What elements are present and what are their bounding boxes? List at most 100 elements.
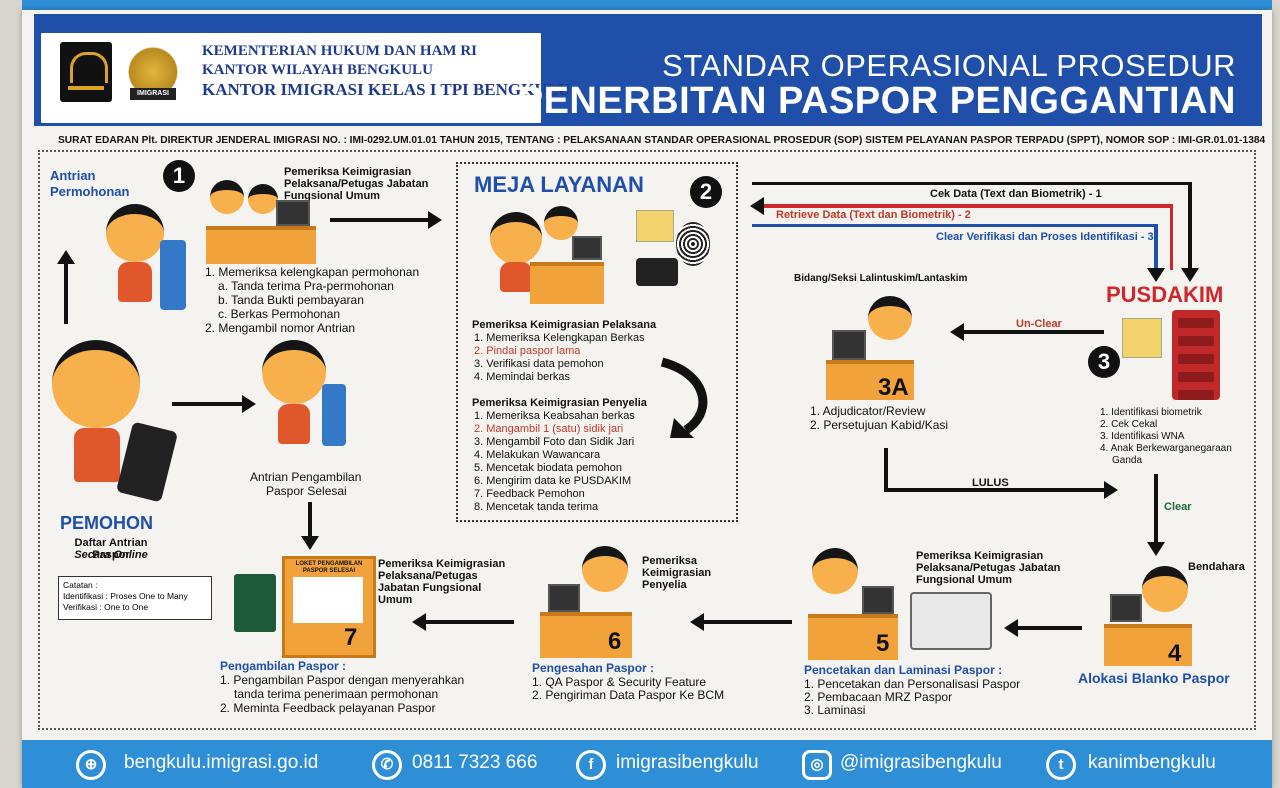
pelaksana-item-4: 4. Memindai berkas [474, 371, 570, 383]
penyelia-item-8: 8. Mencetak tanda terima [474, 501, 599, 513]
circular-reference: SURAT EDARAN Plt. DIREKTUR JENDERAL IMIG… [58, 135, 1266, 146]
pusdakim-title: PUSDAKIM [1106, 282, 1224, 307]
footer-twitter[interactable]: kanimbengkulu [1088, 752, 1216, 773]
pusdakim-item-4b: Ganda [1112, 455, 1143, 466]
note-box: Catatan : Identifikasi : Proses One to M… [58, 576, 212, 620]
footer-instagram[interactable]: @imigrasibengkulu [840, 752, 1002, 773]
clear-arrow [1147, 474, 1165, 556]
pickup-queue-line1: Antrian Pengambilan [250, 470, 362, 484]
step6-item-1: 1. QA Paspor & Security Feature [532, 675, 707, 689]
arrow-to-step6 [690, 613, 792, 631]
flow-retrieve: Retrieve Data (Text dan Biometrik) - 2 [776, 209, 971, 221]
step7-title: Pengambilan Paspor : [220, 659, 347, 673]
step1-item-a: a. Tanda terima Pra-permohonan [218, 279, 394, 293]
flow-clear-verif: Clear Verifikasi dan Proses Identifikasi… [936, 231, 1154, 243]
org-name: KEMENTERIAN HUKUM DAN HAM RI KANTOR WILA… [202, 42, 570, 99]
org-line2: KANTOR WILAYAH BENGKULU [202, 62, 433, 78]
footer-phone[interactable]: 0811 7323 666 [412, 752, 538, 773]
step4-title: Alokasi Blanko Paspor [1078, 670, 1230, 686]
penyelia-title: Pemeriksa Keimigrasian Penyelia [472, 397, 647, 409]
arrow-to-meja [330, 211, 442, 229]
curved-arrow-icon [660, 357, 708, 438]
org-line1: KEMENTERIAN HUKUM DAN HAM RI [202, 43, 477, 59]
step7-number: 7 [344, 624, 358, 651]
pusdakim-item-4: 4. Anak Berkewarganegaraan [1100, 443, 1232, 454]
step5-item-2: 2. Pembacaan MRZ Paspor [804, 690, 953, 704]
step1-item-c: c. Berkas Permohonan [218, 307, 341, 321]
loket-title: LOKET PENGAMBILAN PASPOR SELESAI [295, 561, 363, 574]
step5-title: Pencetakan dan Laminasi Paspor : [804, 663, 1003, 677]
step6-item-2: 2. Pengiriman Data Paspor Ke BCM [532, 688, 725, 702]
step6-officer: Pemeriksa Keimigrasian Penyelia [642, 555, 712, 591]
step5-number: 5 [876, 630, 890, 657]
pelaksana-item-3: 3. Verifikasi data pemohon [474, 358, 604, 370]
unclear-arrow [950, 323, 1104, 341]
step3a-dept: Bidang/Seksi Lalintuskim/Lantaskim [794, 273, 968, 284]
note-title: Catatan : [63, 580, 98, 590]
pickup-queue-line2: Paspor Selesai [266, 484, 347, 498]
ministry-logo [60, 42, 112, 102]
pelaksana-item-2: 2. Pindai paspor lama [474, 345, 581, 357]
flow-unclear: Un-Clear [1016, 318, 1062, 330]
arrow-to-loket [301, 502, 319, 550]
penyelia-item-1: 1. Memeriksa Keabsahan berkas [474, 410, 635, 422]
step1-number: 1 [163, 160, 195, 192]
passport-icon [234, 574, 276, 632]
step3a-item-2: 2. Persetujuan Kabid/Kasi [810, 418, 949, 432]
step1-officer: Pemeriksa Keimigrasian Pelaksana/Petugas… [284, 166, 429, 202]
arrow-up-queue [64, 262, 68, 324]
step5-officer: Pemeriksa Keimigrasian Pelaksana/Petugas… [916, 550, 1061, 586]
penyelia-item-2: 2. Mangambil 1 (satu) sidik jari [474, 423, 624, 435]
queue-label: Antrian Permohonan [50, 168, 130, 199]
immigration-logo: IMIGRASI [122, 42, 184, 102]
flow-area [38, 150, 1256, 730]
note-line1: Identifikasi : Proses One to Many [63, 591, 188, 601]
flow-clear: Clear [1164, 501, 1192, 513]
page-subtitle: STANDAR OPERASIONAL PROSEDUR [662, 48, 1236, 83]
step7-item-2: 2. Meminta Feedback pelayanan Paspor [220, 701, 436, 715]
step3-number: 3 [1088, 346, 1120, 378]
penyelia-item-3: 3. Mengambil Foto dan Sidik Jari [474, 436, 635, 448]
whatsapp-icon: ✆ [372, 750, 402, 780]
files-icon [1122, 318, 1162, 358]
meja-title: MEJA LAYANAN [474, 172, 644, 197]
flow-lulus: LULUS [972, 477, 1009, 489]
lulus-line-v [884, 448, 888, 490]
step4-role: Bendahara [1188, 561, 1245, 573]
pelaksana-item-1: 1. Memeriksa Kelengkapan Berkas [474, 332, 645, 344]
step2-number: 2 [690, 176, 722, 208]
applicant-title: PEMOHON [60, 513, 154, 533]
applicant-sub2: Secara Online [74, 549, 148, 561]
pelaksana-title: Pemeriksa Keimigrasian Pelaksana [472, 319, 657, 331]
applicant-sub1: Daftar Antrian Paspor [74, 537, 148, 561]
step3a-label: 3A [878, 374, 909, 401]
step6-title: Pengesahan Paspor : [532, 661, 655, 675]
step7-officer: Pemeriksa Keimigrasian Pelaksana/Petugas… [378, 558, 506, 606]
step7-item-1: 1. Pengambilan Paspor dengan menyerahkan [220, 673, 465, 687]
retrieve-arrow [750, 197, 1172, 215]
arrow-to-step5 [1004, 619, 1082, 637]
note-line2: Verifikasi : One to One [63, 602, 149, 612]
twitter-icon: t [1046, 750, 1076, 780]
penyelia-item-5: 5. Mencetak biodata pemohon [474, 462, 622, 474]
flow-cek: Cek Data (Text dan Biometrik) - 1 [930, 188, 1102, 200]
clear-verif-line [752, 224, 1156, 227]
printer-icon [910, 592, 992, 650]
instagram-icon: ◎ [802, 750, 832, 780]
step4-number: 4 [1168, 640, 1182, 667]
page-title: PENERBITAN PASPOR PENGGANTIAN [517, 80, 1236, 122]
facebook-icon: f [576, 750, 606, 780]
cek-data-arrow-down [1181, 182, 1199, 282]
pusdakim-item-3: 3. Identifikasi WNA [1100, 431, 1185, 442]
poster-board [22, 10, 1272, 788]
loket-illustration: LOKET PENGAMBILAN PASPOR SELESAI [282, 556, 376, 658]
arrow-to-step7 [412, 613, 514, 631]
penyelia-item-4: 4. Melakukan Wawancara [474, 449, 601, 461]
step1-item-2: 2. Mengambil nomor Antrian [205, 321, 356, 335]
step3a-item-1: 1. Adjudicator/Review [810, 404, 926, 418]
footer-facebook[interactable]: imigrasibengkulu [616, 752, 759, 773]
clear-verif-arrow [1147, 224, 1165, 282]
retrieve-line [1170, 204, 1173, 270]
pusdakim-item-1: 1. Identifikasi biometrik [1100, 407, 1202, 418]
footer-web[interactable]: bengkulu.imigrasi.go.id [124, 752, 319, 773]
